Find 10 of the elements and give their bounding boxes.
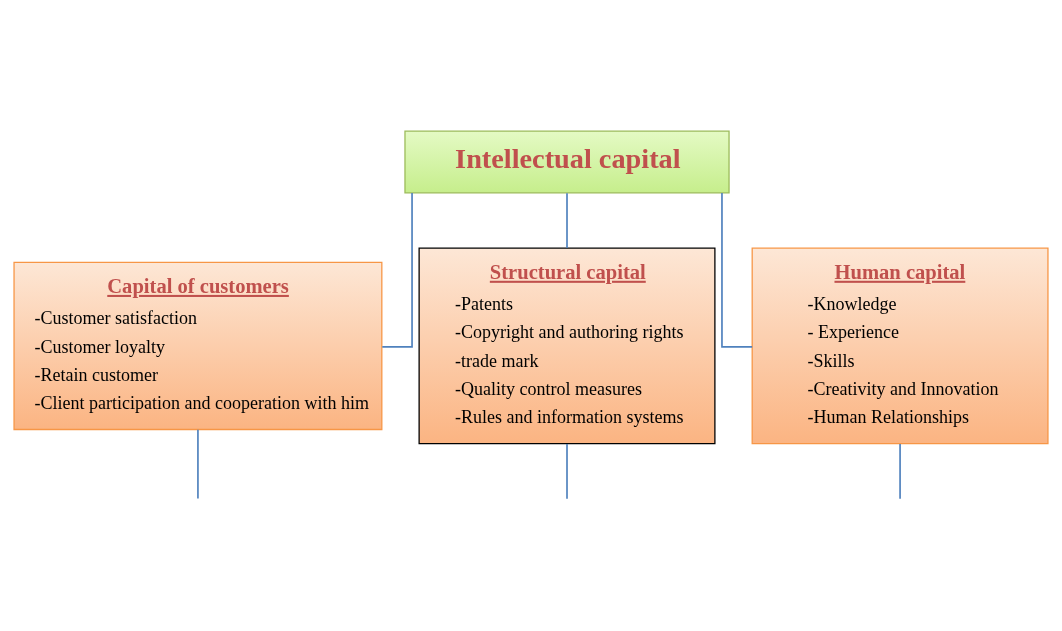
connector	[381, 192, 413, 348]
node-box: Human capital -Knowledge - Experience -Skills -Creativity and Innovation -Human Relationships	[751, 247, 1049, 445]
connector	[566, 443, 568, 500]
node-box: Capital of customers -Customer satisfaction -Customer loyalty -Retain customer -Client participation and cooperation with him	[13, 261, 383, 431]
connector	[721, 192, 753, 348]
node-box: Intellectual capital	[404, 130, 730, 194]
connector	[899, 443, 901, 500]
node-box: Structural capital -Patents -Copyright and authoring rights -trade mark -Quality control measures -Rules and information systems	[418, 247, 716, 445]
connector	[197, 429, 199, 500]
connector	[566, 192, 568, 249]
